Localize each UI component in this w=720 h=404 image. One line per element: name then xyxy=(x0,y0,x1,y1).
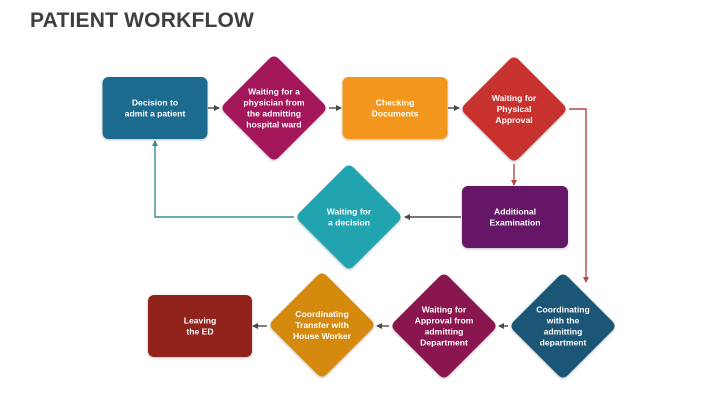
coordinating-transfer-label-line: Transfer with xyxy=(295,320,348,330)
waiting-decision-label-line: Waiting for xyxy=(327,207,372,217)
checking-documents-box xyxy=(342,77,448,139)
waiting-physician-label-line: Waiting for a xyxy=(248,87,300,97)
coordinating-transfer-diamond xyxy=(270,273,374,377)
coordinating-department-label-line: department xyxy=(540,338,587,348)
leaving-ed-label-line: the ED xyxy=(186,327,213,337)
coordinating-department-label-line: with the xyxy=(546,316,580,326)
waiting-approval-department-diamond xyxy=(392,274,496,378)
additional-examination-box xyxy=(462,186,568,248)
coordinating-transfer-label-line: House Worker xyxy=(293,331,352,341)
decision-to-admit-box xyxy=(102,77,208,139)
waiting-approval-department-label-line: Waiting for xyxy=(422,305,467,315)
waiting-physical-approval-label-line: Waiting for xyxy=(492,93,537,103)
checking-documents-label-line: Documents xyxy=(372,109,419,119)
decision-to-admit-label-line: Decision to xyxy=(132,98,178,108)
additional-examination-label-line: Examination xyxy=(489,218,540,228)
waiting-physical-approval-label-line: Approval xyxy=(495,115,532,125)
waiting-approval-department-label-line: Department xyxy=(420,338,468,348)
waiting-approval-department-label-line: Approval from xyxy=(415,316,474,326)
leaving-ed-label-line: Leaving xyxy=(184,316,216,326)
waiting-physical-approval-diamond xyxy=(462,57,566,161)
decision-to-admit-label-line: admit a patient xyxy=(125,109,186,119)
leaving-ed-box xyxy=(148,295,252,357)
waiting-physician-label-line: hospital ward xyxy=(246,120,301,130)
connector-waiting-decision-to-decision-to-admit xyxy=(152,140,294,218)
page-title: PATIENT WORKFLOW xyxy=(30,9,255,32)
connectors xyxy=(152,105,589,329)
waiting-physician-label-line: the admitting xyxy=(247,109,301,119)
waiting-approval-department-label-line: admitting xyxy=(425,327,464,337)
coordinating-department-diamond xyxy=(511,274,615,378)
waiting-decision-label-line: a decision xyxy=(328,218,370,228)
waiting-physician-label-line: physician from xyxy=(243,98,304,108)
waiting-physical-approval-label-line: Physical xyxy=(497,104,532,114)
waiting-physician-diamond xyxy=(222,56,326,160)
coordinating-department-label-line: admitting xyxy=(544,327,583,337)
waiting-decision-diamond xyxy=(297,165,401,269)
checking-documents-label-line: Checking xyxy=(376,98,415,108)
additional-examination-label-line: Additional xyxy=(494,207,536,217)
coordinating-department-label-line: Coordinating xyxy=(536,305,589,315)
coordinating-transfer-label-line: Coordinating xyxy=(295,309,348,319)
connector-waiting-physical-approval-to-coordinating-department xyxy=(569,108,589,283)
